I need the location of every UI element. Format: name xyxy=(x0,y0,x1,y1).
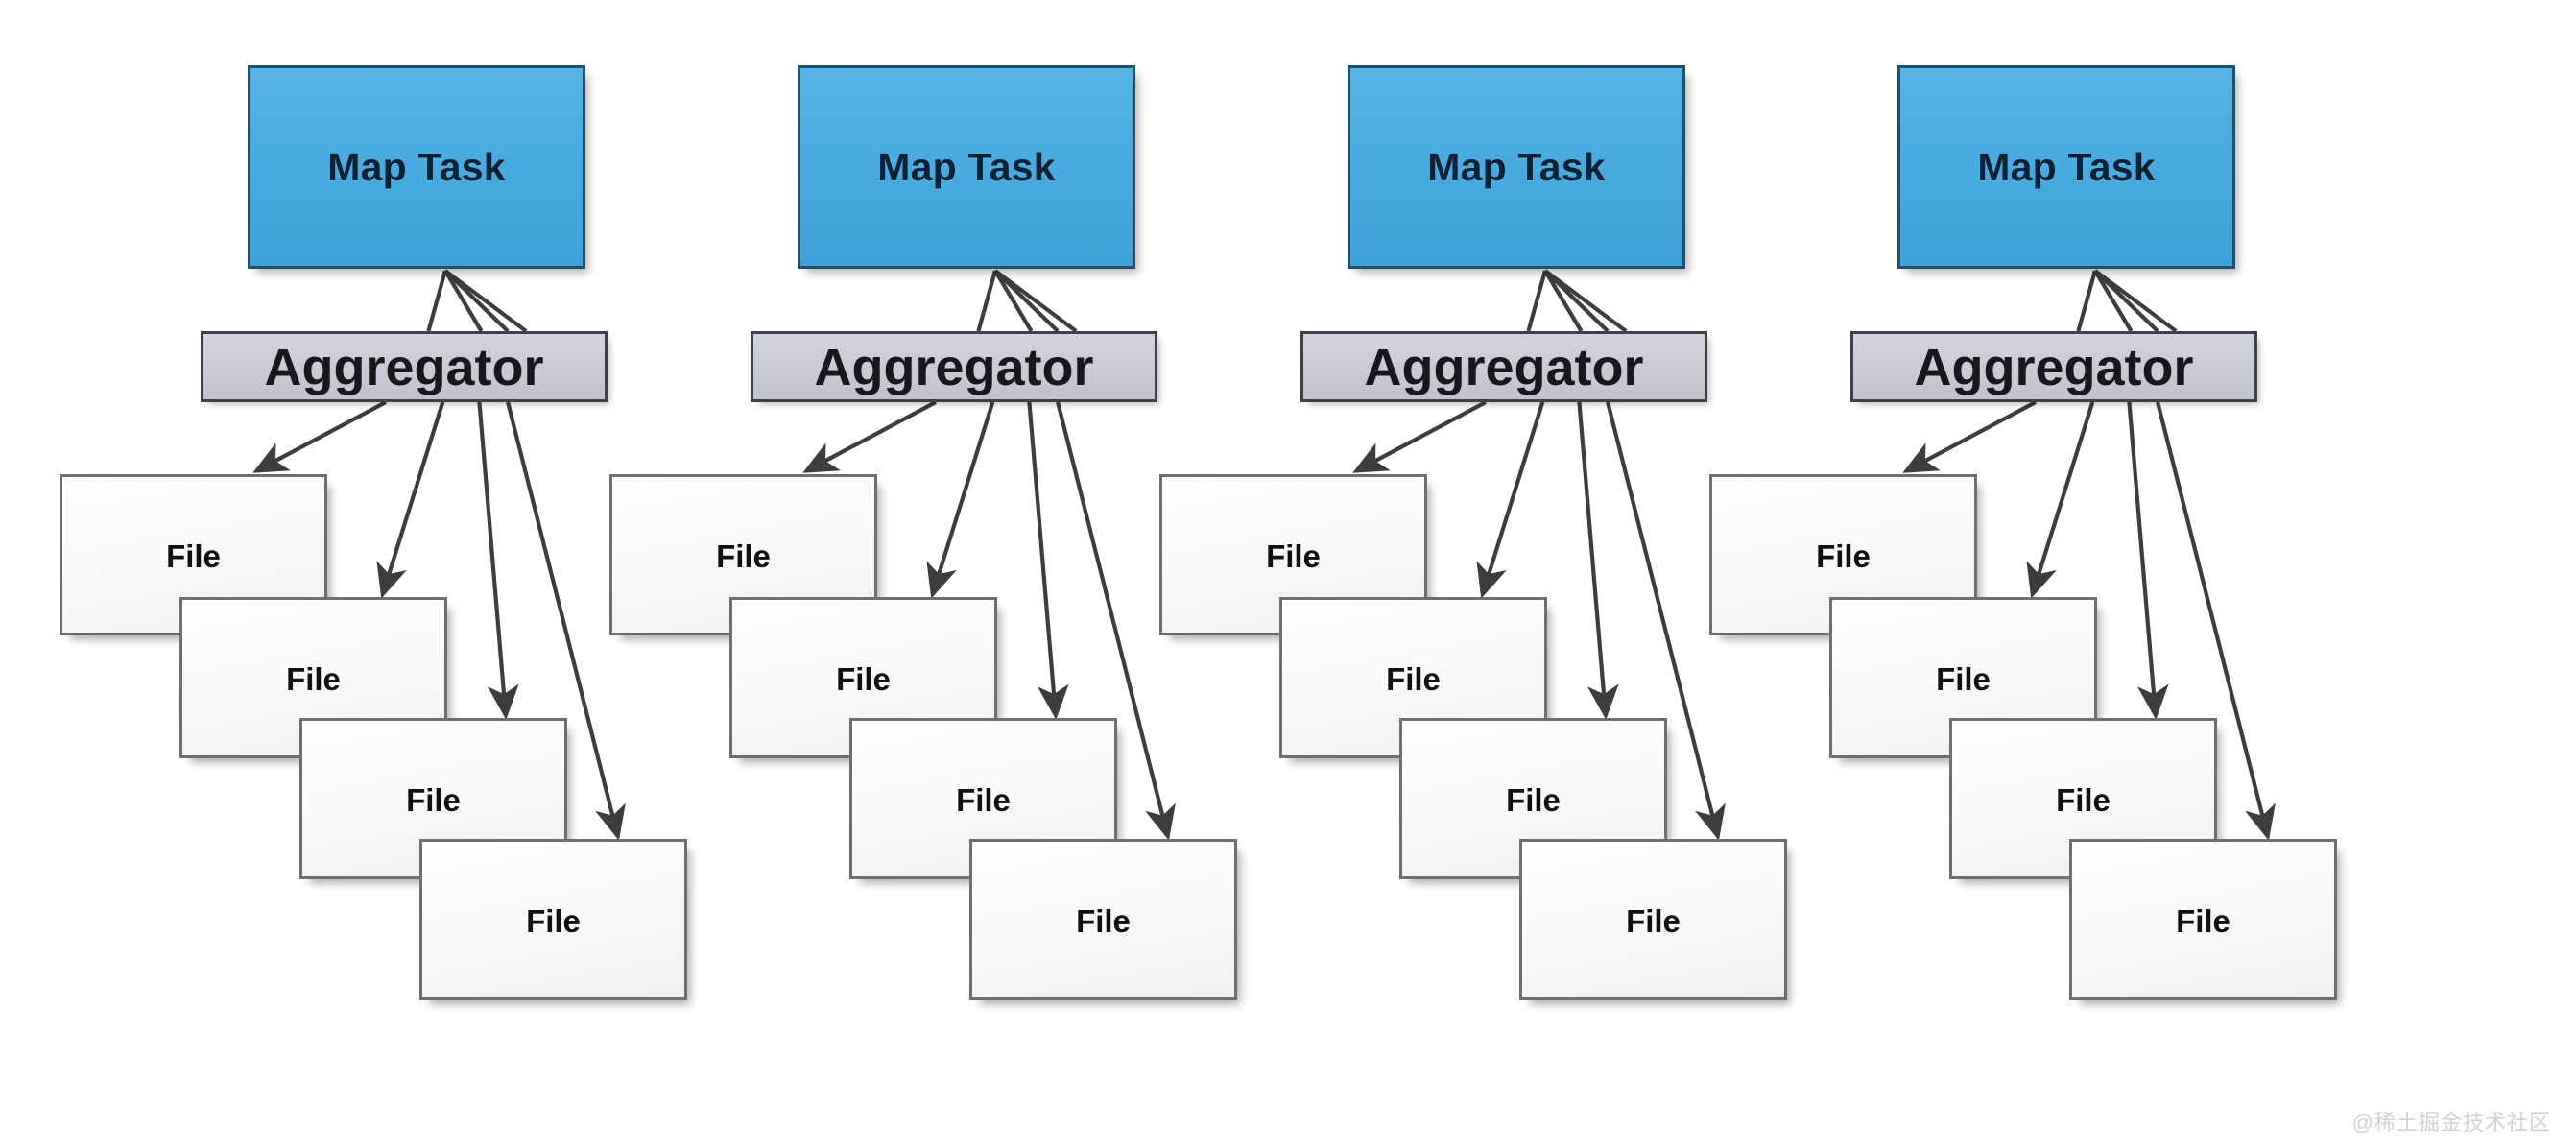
map-task-label: Map Task xyxy=(327,144,506,189)
map-task-label: Map Task xyxy=(1427,144,1606,189)
pipeline-column-3: Map Task Aggregator File File File File xyxy=(1100,0,1787,1148)
aggregator-label: Aggregator xyxy=(1914,339,2194,396)
file-label: File xyxy=(956,782,1011,818)
aggregator-box[interactable]: Aggregator xyxy=(1300,331,1707,402)
file-label: File xyxy=(1936,661,1991,697)
map-task-box[interactable]: Map Task xyxy=(248,65,585,269)
file-label: File xyxy=(286,661,341,697)
file-box[interactable]: File xyxy=(1519,839,1787,1000)
pipeline-column-4: Map Task Aggregator File File File File xyxy=(1650,0,2337,1148)
file-box[interactable]: File xyxy=(2069,839,2337,1000)
file-label: File xyxy=(716,538,771,574)
pipeline-column-2: Map Task Aggregator File File File File xyxy=(550,0,1237,1148)
map-task-box[interactable]: Map Task xyxy=(1897,65,2235,269)
file-label: File xyxy=(1076,903,1131,939)
file-box[interactable]: File xyxy=(969,839,1237,1000)
file-label: File xyxy=(1626,903,1681,939)
file-label: File xyxy=(1386,661,1441,697)
pipeline-column-1: Map Task Aggregator File File File File xyxy=(0,0,687,1148)
file-label: File xyxy=(836,661,891,697)
file-label: File xyxy=(1506,782,1561,818)
file-label: File xyxy=(2176,903,2230,939)
map-task-label: Map Task xyxy=(877,144,1056,189)
map-task-box[interactable]: Map Task xyxy=(798,65,1135,269)
map-task-label: Map Task xyxy=(1977,144,2156,189)
file-label: File xyxy=(1266,538,1321,574)
aggregator-label: Aggregator xyxy=(264,339,544,396)
aggregator-label: Aggregator xyxy=(1364,339,1644,396)
aggregator-box[interactable]: Aggregator xyxy=(201,331,608,402)
aggregator-label: Aggregator xyxy=(814,339,1094,396)
file-label: File xyxy=(526,903,581,939)
watermark: @稀土掘金技术社区 xyxy=(2351,1111,2551,1135)
aggregator-box[interactable]: Aggregator xyxy=(751,331,1157,402)
aggregator-box[interactable]: Aggregator xyxy=(1850,331,2257,402)
file-box[interactable]: File xyxy=(419,839,687,1000)
map-task-box[interactable]: Map Task xyxy=(1348,65,1685,269)
file-label: File xyxy=(406,782,461,818)
file-label: File xyxy=(166,538,221,574)
file-label: File xyxy=(2056,782,2111,818)
file-label: File xyxy=(1816,538,1871,574)
